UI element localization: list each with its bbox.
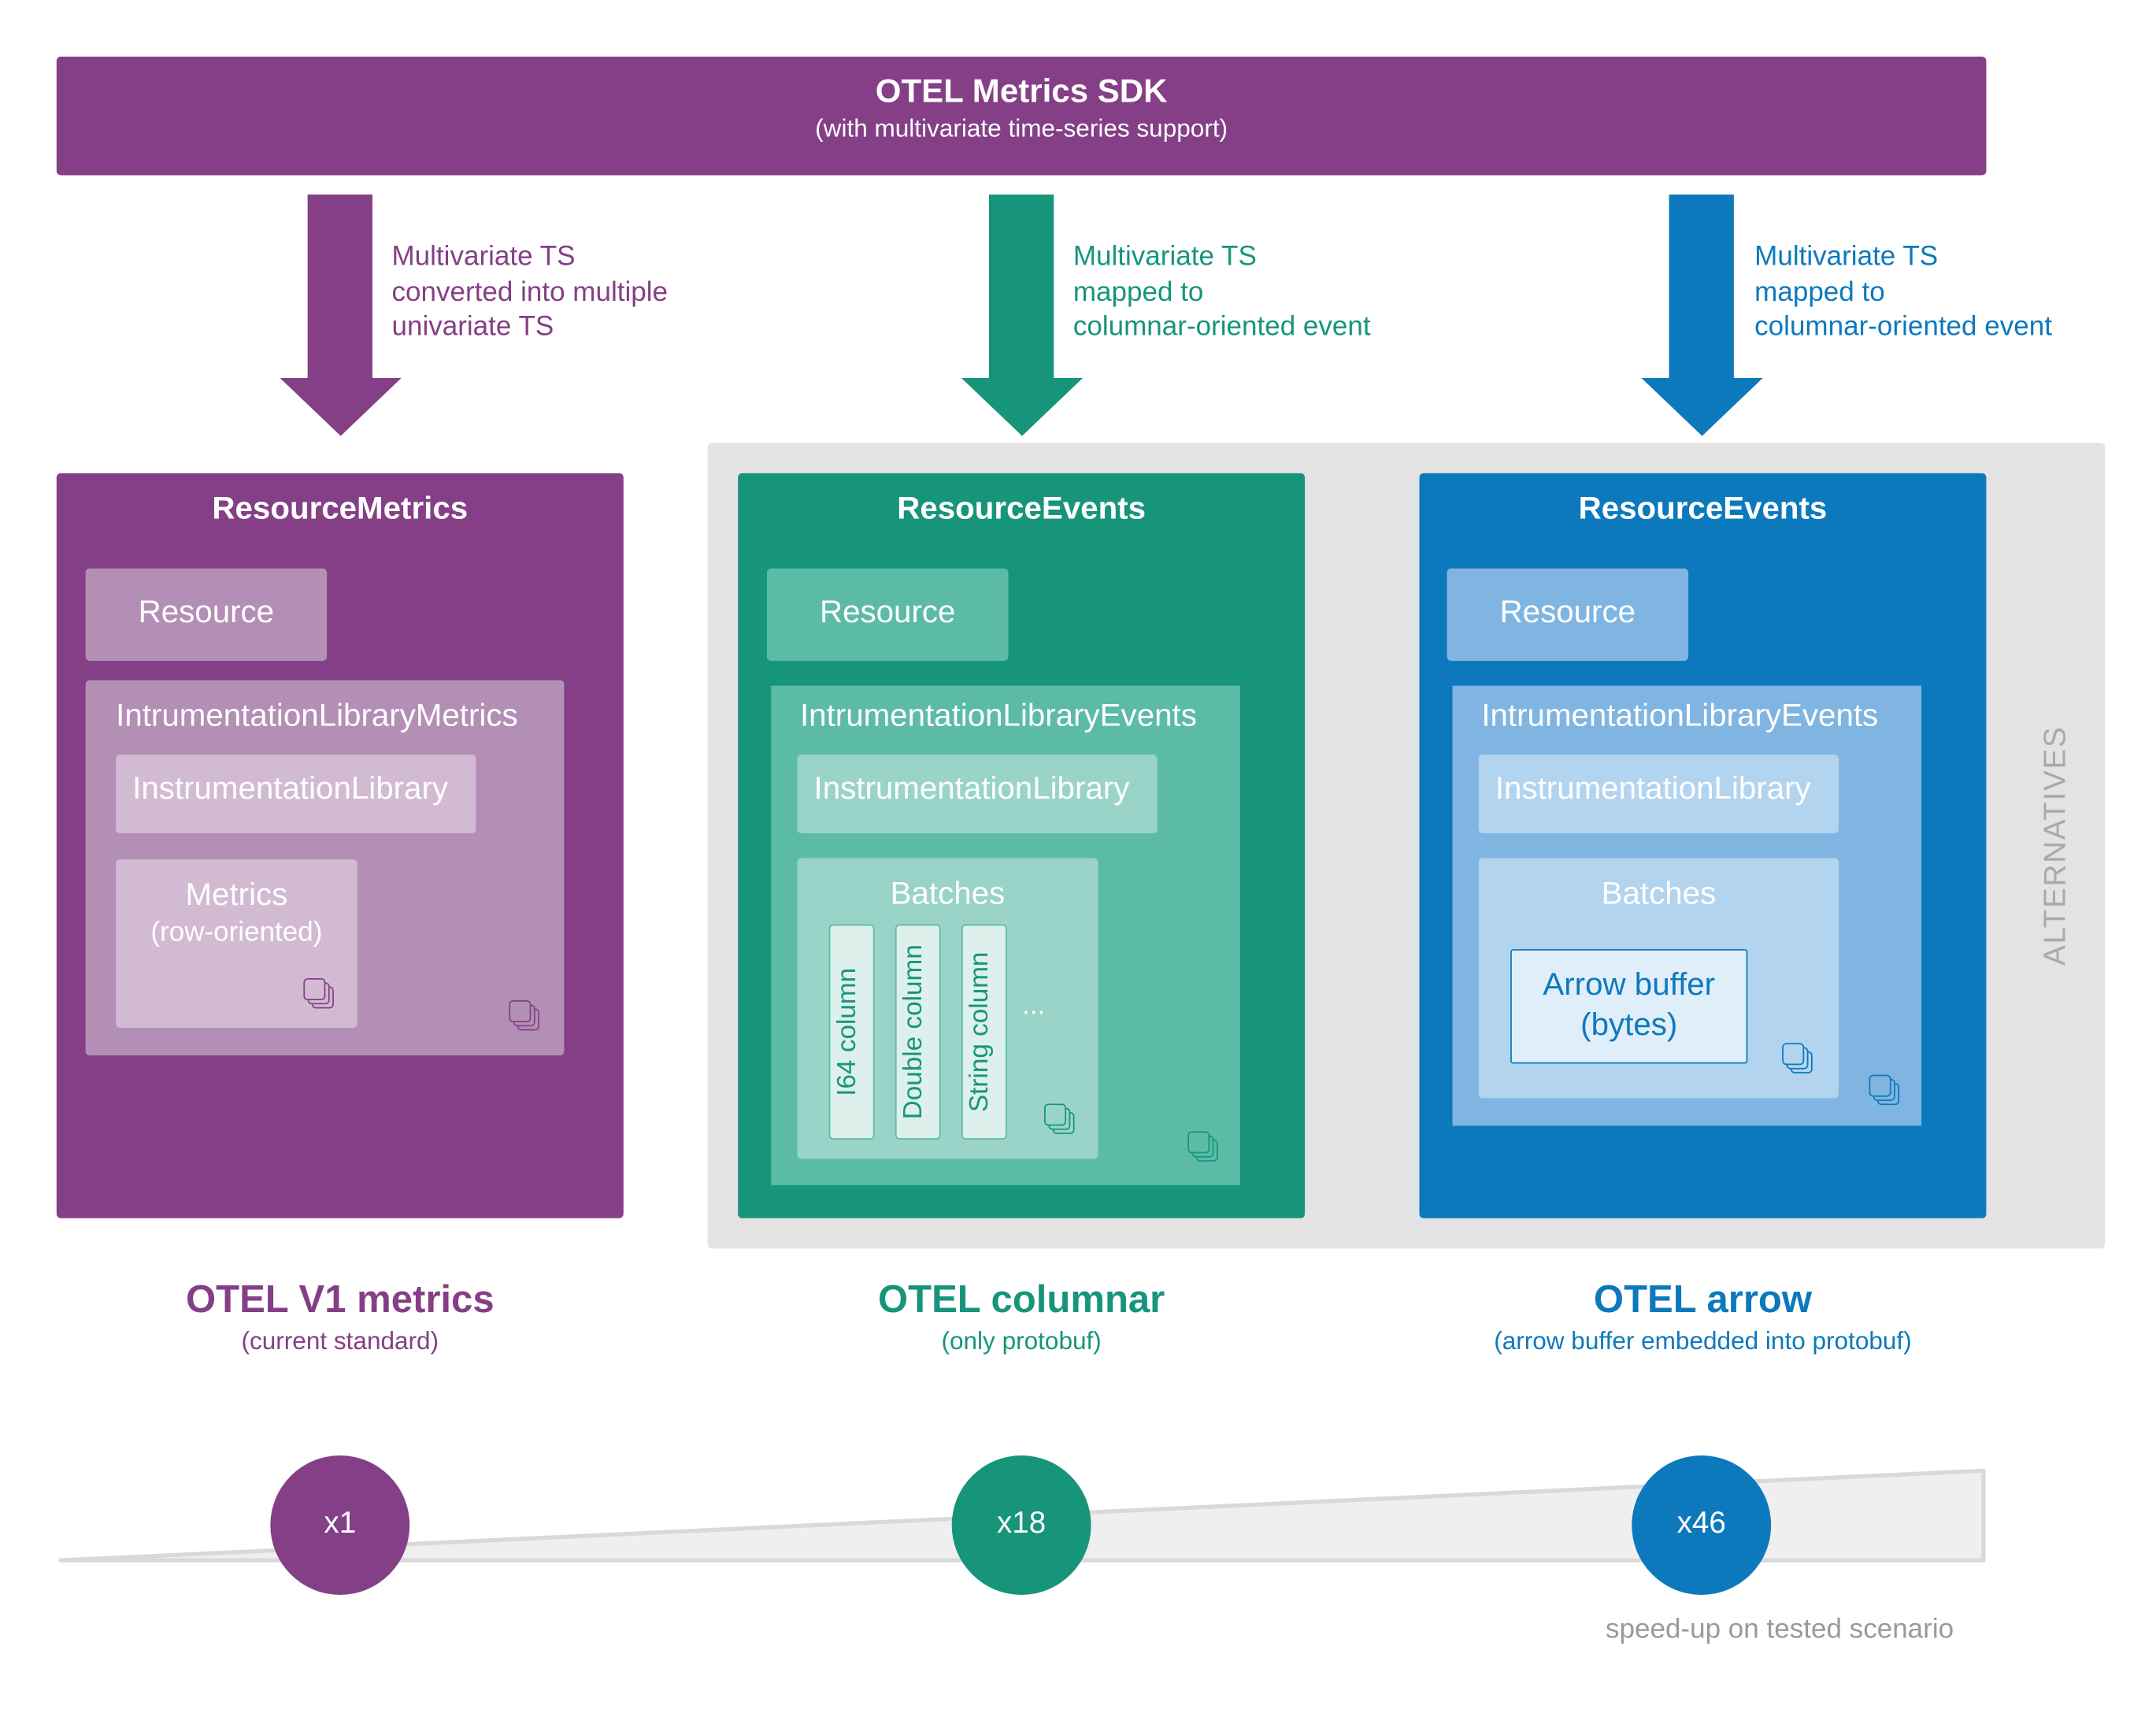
annotation-line: columnar-oriented event [1754, 311, 2052, 343]
otel-columnar-label: OTEL columnar [877, 1277, 1165, 1321]
stack-icon [1044, 1103, 1075, 1134]
sdk-banner: OTEL Metrics SDK (with multivariate time… [56, 56, 1987, 176]
stack-icon [1187, 1131, 1218, 1162]
annotation-line: converted into multiple [391, 276, 669, 307]
speedup-value: x1 [324, 1505, 357, 1540]
column-box: I64 column [828, 924, 875, 1140]
sdk-subtitle: (with multivariate time-series support) [815, 114, 1228, 143]
batches-label: Batches [1601, 874, 1717, 911]
resource-label: Resource [820, 593, 956, 629]
arrow-annotation-v1: Multivariate TS converted into multiple … [391, 240, 668, 346]
resource-label: Resource [1499, 593, 1636, 629]
otel-arrow-label: OTEL arrow [1593, 1277, 1813, 1321]
resource-events-columnar-box: ResourceEvents Resource IntrumentationLi… [738, 473, 1306, 1218]
annotation-line: mapped to [1754, 276, 1885, 307]
batches-box: Batches I64 column Double column String … [797, 858, 1098, 1159]
alternatives-label: ALTERNATIVES [2037, 725, 2073, 966]
annotation-line: columnar-oriented event [1072, 311, 1371, 343]
sdk-title: OTEL Metrics SDK [875, 72, 1168, 111]
resource-label: Resource [138, 593, 275, 629]
resource-events-arrow-box: ResourceEvents Resource IntrumentationLi… [1419, 473, 1987, 1218]
instrumentation-library-box: InstrumentationLibrary [116, 755, 476, 834]
otel-columnar-sub-label: (only protobuf) [941, 1327, 1102, 1355]
instrumentation-library-label: InstrumentationLibrary [813, 769, 1130, 806]
instrumentation-library-events-box: IntrumentationLibraryEvents Instrumentat… [1452, 685, 1922, 1126]
instrumentation-library-events-label: IntrumentationLibraryEvents [1481, 696, 1879, 733]
annotation-line: univariate TS [391, 311, 554, 343]
resource-events-title: ResourceEvents [1578, 489, 1828, 526]
instrumentation-library-metrics-label: IntrumentationLibraryMetrics [116, 696, 518, 733]
down-arrow-icon [280, 194, 402, 436]
resource-box: Resource [85, 568, 328, 662]
otel-arrow-sub-label: (arrow buffer embedded into protobuf) [1494, 1327, 1912, 1355]
speedup-caption: speed-up on tested scenario [1605, 1614, 1954, 1645]
annotation-line: Multivariate TS [1072, 241, 1257, 273]
otel-v1-sub-label: (current standard) [241, 1327, 439, 1355]
instrumentation-library-box: InstrumentationLibrary [797, 755, 1158, 834]
column-label: I64 column [833, 967, 862, 1096]
batches-box: Batches Arrow buffer (bytes) [1478, 858, 1839, 1099]
instrumentation-library-metrics-box: IntrumentationLibraryMetrics Instrumenta… [85, 680, 565, 1056]
metrics-box: Metrics (row-oriented) [116, 859, 357, 1029]
column-box: String column [961, 924, 1007, 1140]
arrow-buffer-sub-label: (bytes) [1580, 1005, 1678, 1042]
speedup-circle-v1: x1 [270, 1455, 410, 1595]
speedup-circle-arrow: x46 [1632, 1455, 1772, 1595]
column-box: Double column [895, 924, 941, 1140]
otel-v1-label: OTEL V1 metrics [185, 1277, 495, 1321]
metrics-sub-label: (row-oriented) [150, 917, 323, 948]
ellipsis-label: ... [1022, 990, 1046, 1021]
resource-box: Resource [1447, 568, 1689, 662]
speedup-value: x18 [997, 1505, 1047, 1540]
arrow-annotation-columnar: Multivariate TS mapped to columnar-orien… [1073, 240, 1371, 346]
instrumentation-library-label: InstrumentationLibrary [1495, 769, 1811, 806]
down-arrow-icon [1641, 194, 1763, 436]
arrow-annotation-arrow: Multivariate TS mapped to columnar-orien… [1754, 240, 2052, 346]
speedup-value: x46 [1676, 1505, 1726, 1540]
annotation-line: Multivariate TS [1754, 241, 1939, 273]
resource-metrics-box: ResourceMetrics Resource IntrumentationL… [56, 473, 624, 1218]
metrics-label: Metrics [185, 876, 288, 912]
resource-metrics-title: ResourceMetrics [212, 489, 469, 526]
down-arrow-icon [961, 194, 1084, 436]
instrumentation-library-box: InstrumentationLibrary [1478, 755, 1839, 834]
stack-icon [1782, 1043, 1813, 1073]
instrumentation-library-events-box: IntrumentationLibraryEvents Instrumentat… [771, 685, 1240, 1185]
resource-events-title: ResourceEvents [897, 489, 1147, 526]
arrow-buffer-box: Arrow buffer (bytes) [1510, 949, 1748, 1064]
arrow-buffer-label: Arrow buffer [1543, 966, 1716, 1002]
resource-box: Resource [766, 568, 1009, 662]
instrumentation-library-label: InstrumentationLibrary [132, 769, 449, 806]
column-label: Double column [899, 944, 928, 1120]
instrumentation-library-events-label: IntrumentationLibraryEvents [799, 696, 1197, 733]
annotation-line: Multivariate TS [391, 241, 576, 273]
batches-label: Batches [890, 874, 1006, 911]
column-label: String column [965, 951, 995, 1113]
stack-icon [509, 999, 539, 1031]
speedup-circle-columnar: x18 [951, 1455, 1091, 1595]
stack-icon [303, 977, 334, 1009]
annotation-line: mapped to [1072, 276, 1204, 307]
stack-icon [1869, 1074, 1900, 1106]
